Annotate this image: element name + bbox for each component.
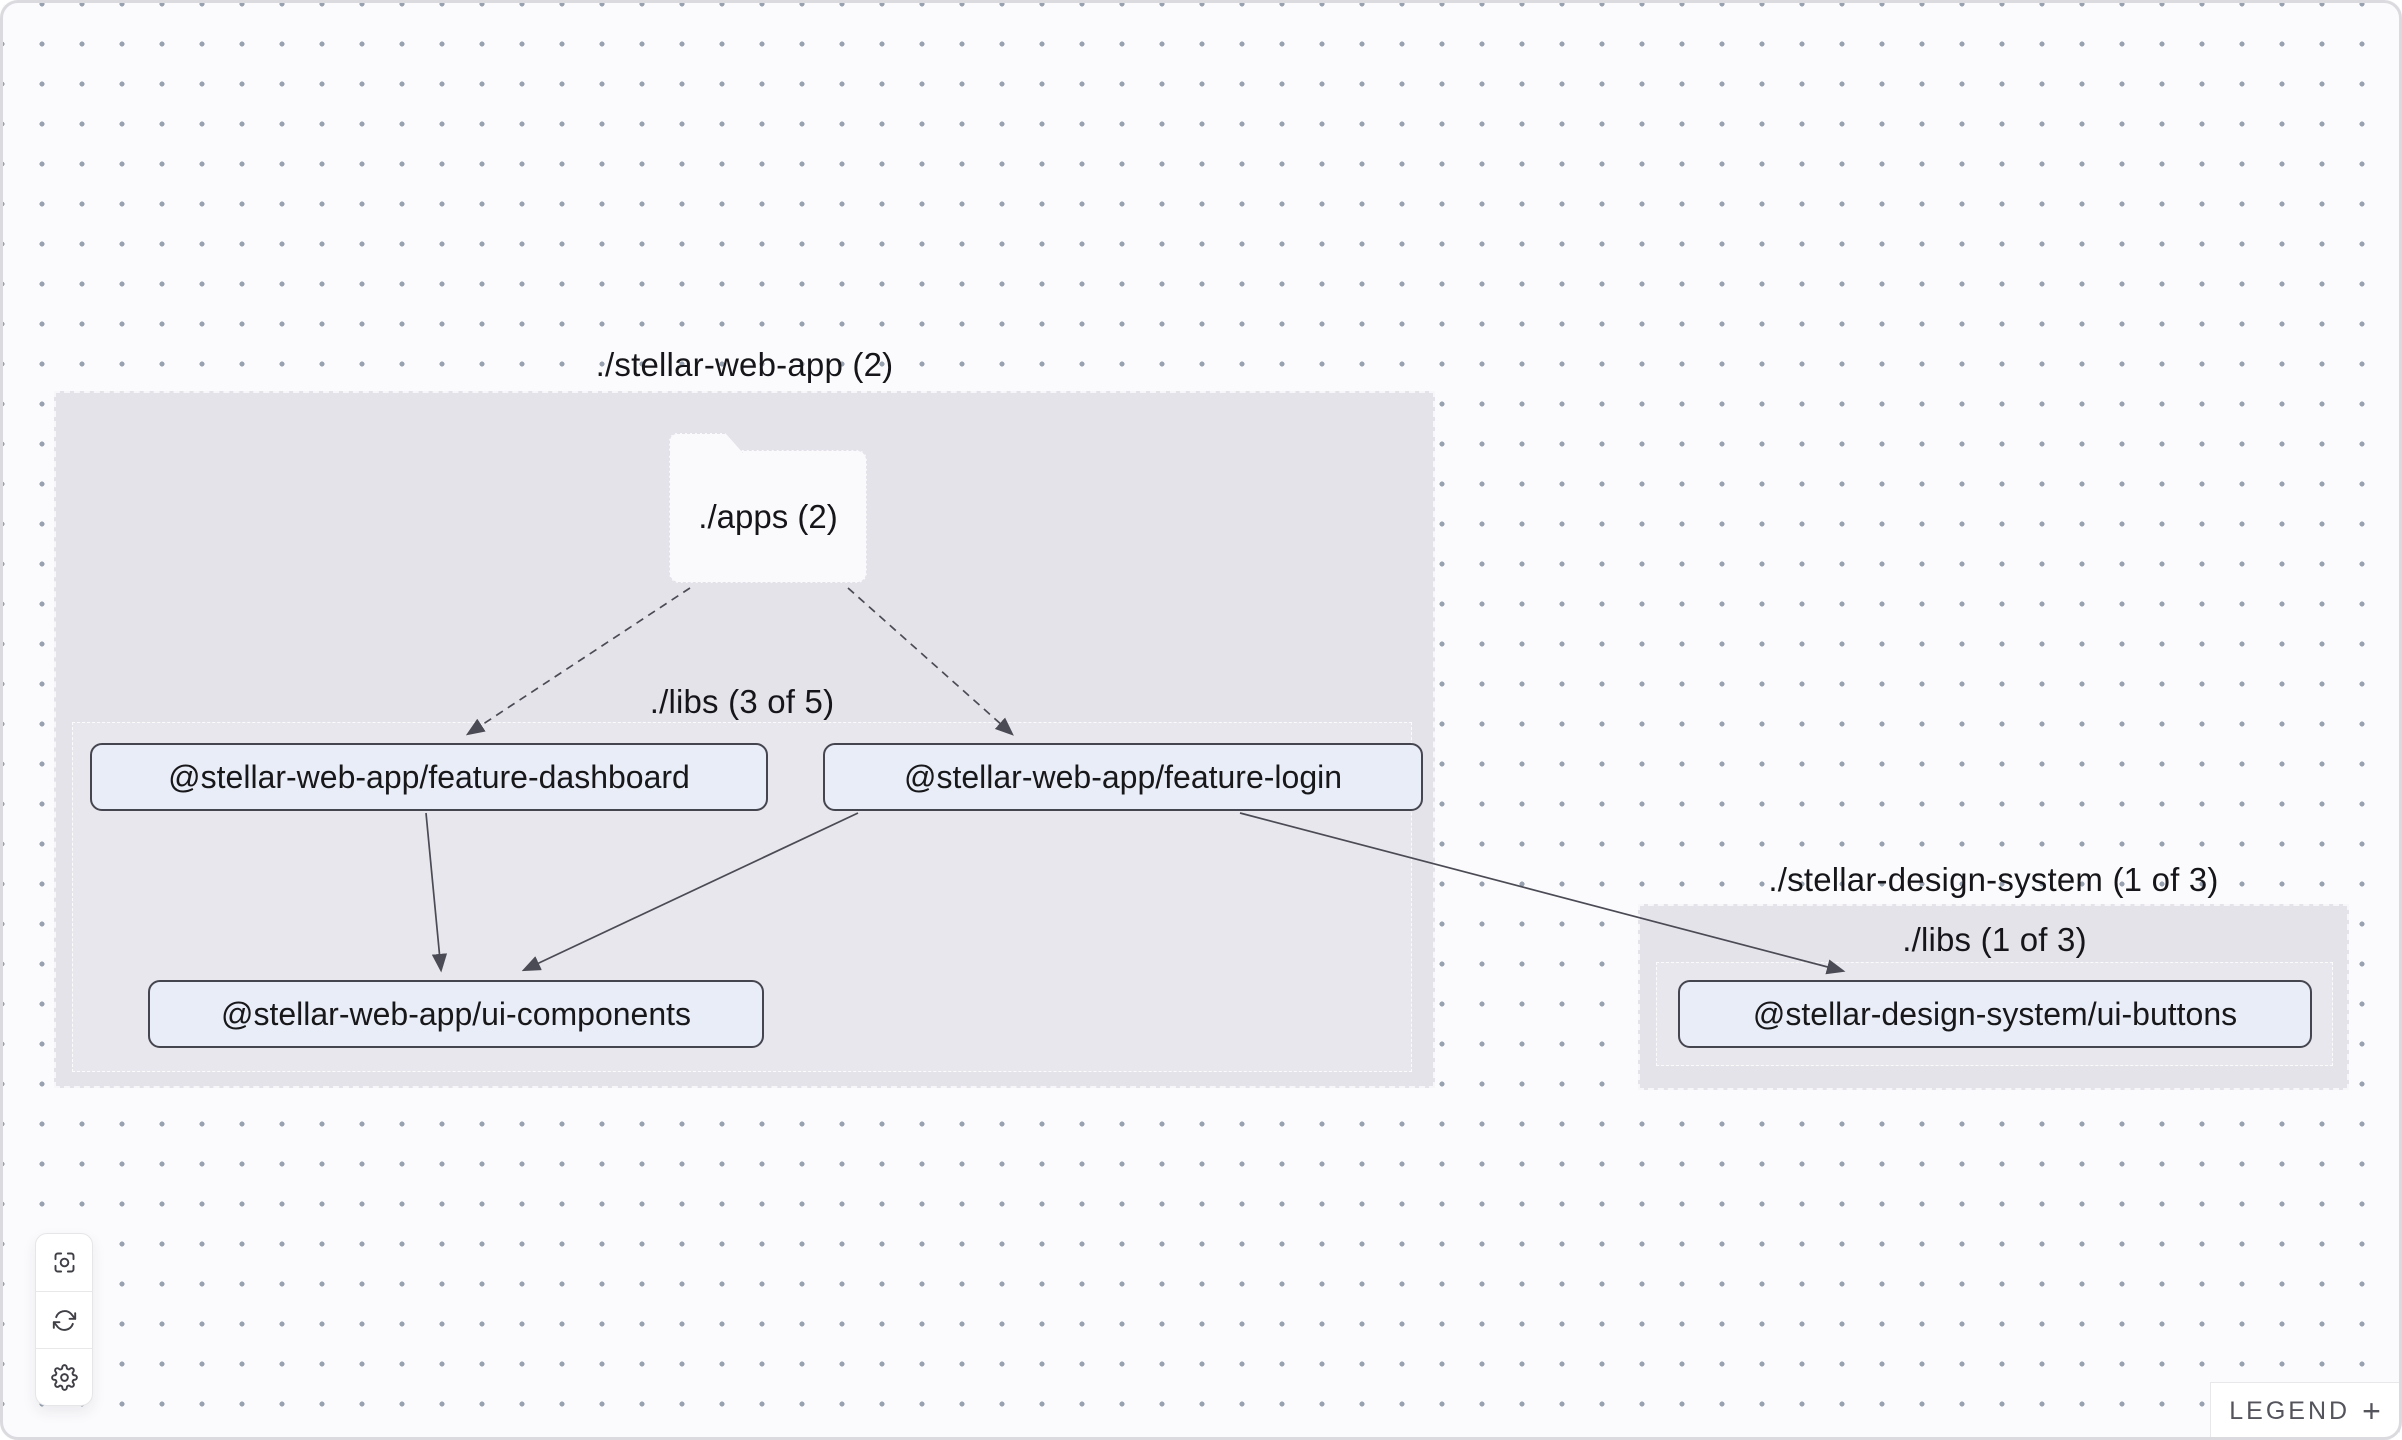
settings-icon xyxy=(50,1363,78,1391)
refresh-icon xyxy=(52,1309,76,1331)
group-label-stellar-web-app: ./stellar-web-app (2) xyxy=(595,346,894,383)
legend-toggle-button[interactable]: LEGEND + xyxy=(2210,1382,2400,1440)
folder-node-apps[interactable]: ./apps (2) xyxy=(669,450,867,583)
edge-feature-login-to-ui-buttons xyxy=(1239,812,1846,975)
legend-label: LEGEND xyxy=(2229,1396,2351,1425)
node-ui-components[interactable]: @stellar-web-app/ui-components xyxy=(148,980,764,1048)
plus-icon: + xyxy=(2362,1393,2381,1429)
folder-apps-label: ./apps (2) xyxy=(698,497,838,535)
edge-apps-to-feature-login xyxy=(847,587,1014,736)
edge-apps-to-feature-dashboard xyxy=(465,587,691,736)
node-feature-login[interactable]: @stellar-web-app/feature-login xyxy=(823,743,1423,811)
edge-feature-login-to-ui-components xyxy=(521,812,859,972)
node-ui-buttons[interactable]: @stellar-design-system/ui-buttons xyxy=(1678,980,2312,1048)
focus-icon xyxy=(54,1252,74,1273)
group-label-web-app-libs: ./libs (3 of 5) xyxy=(649,683,835,720)
group-label-design-system-libs: ./libs (1 of 3) xyxy=(1902,921,2087,958)
node-feature-dashboard[interactable]: @stellar-web-app/feature-dashboard xyxy=(90,743,768,811)
settings-button[interactable] xyxy=(36,1348,92,1405)
group-label-stellar-design-system: ./stellar-design-system (1 of 3) xyxy=(1768,861,2219,898)
edge-feature-dashboard-to-ui-components xyxy=(425,812,448,973)
center-graph-button[interactable] xyxy=(36,1234,92,1291)
refresh-graph-button[interactable] xyxy=(36,1291,92,1348)
graph-toolbar xyxy=(35,1233,93,1406)
